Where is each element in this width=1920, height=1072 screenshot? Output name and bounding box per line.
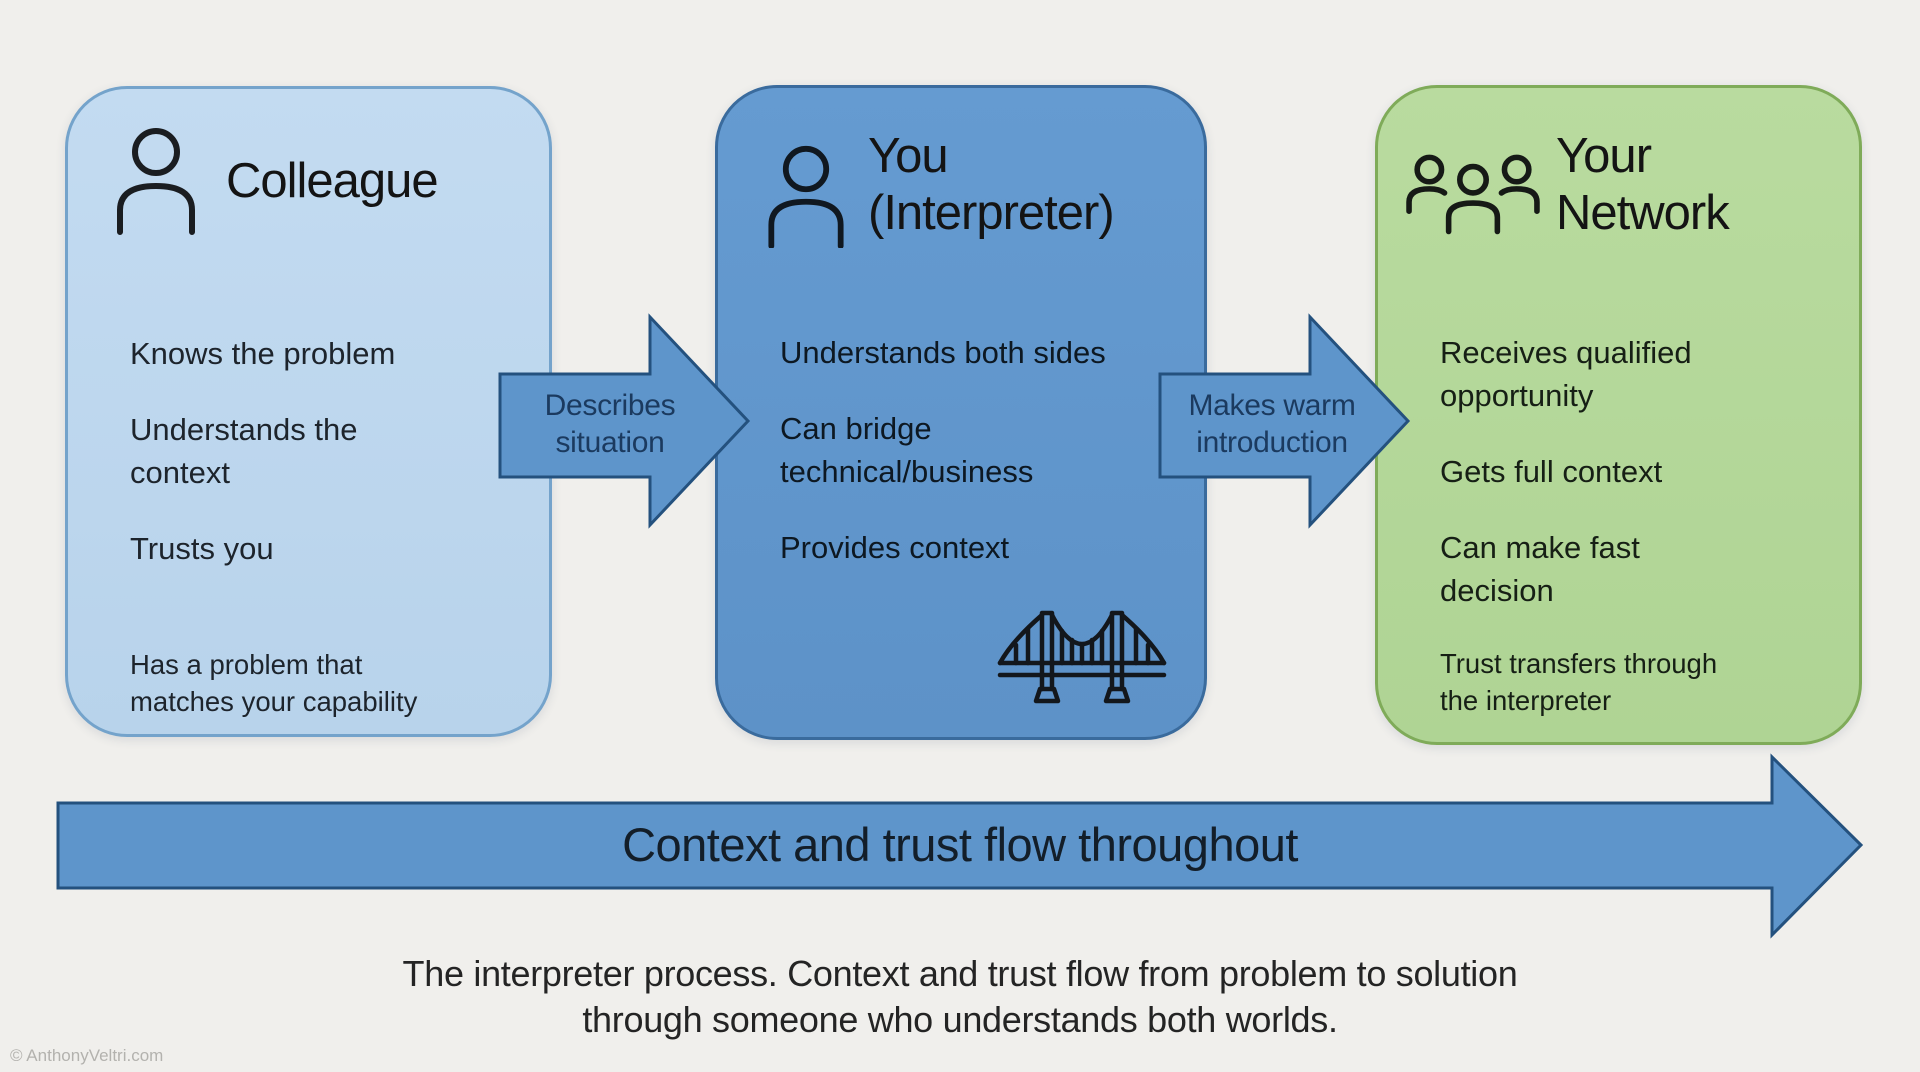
arrow-label-describes-situation: Describes situation (544, 389, 676, 459)
list-item: Understands the context (130, 412, 358, 490)
list-item: Provides context (780, 530, 1010, 565)
colleague-list: Knows the problem Understands the contex… (130, 332, 450, 720)
person-icon (760, 144, 852, 248)
list-item: Understands both sides (780, 335, 1106, 370)
arrow-label-makes-warm-introduction: Makes warm introduction (1188, 389, 1356, 459)
colleague-title: Colleague (226, 154, 439, 208)
interpreter-title: You (Interpreter) (868, 129, 1115, 240)
network-box: Your Network Receives qualified opportun… (1375, 85, 1862, 745)
colleague-box: Colleague Knows the problem Understands … (65, 86, 552, 737)
people-group-icon (1406, 152, 1540, 244)
watermark: © AnthonyVeltri.com (10, 1046, 164, 1065)
person-icon (112, 125, 200, 235)
interpreter-list: Understands both sides Can bridge techni… (780, 331, 1158, 602)
caption-line-2: through someone who understands both wor… (582, 999, 1338, 1040)
network-footnote: Trust transfers through the interpreter (1440, 648, 1718, 716)
network-title: Your Network (1556, 129, 1730, 240)
list-item: Knows the problem (130, 336, 396, 371)
network-list: Receives qualified opportunity Gets full… (1440, 331, 1740, 719)
list-item: Can make fast decision (1440, 530, 1640, 608)
banner-label: Context and trust flow throughout (622, 818, 1298, 871)
list-item: Gets full context (1440, 454, 1663, 489)
caption: The interpreter process. Context and tru… (0, 951, 1920, 1043)
colleague-footnote: Has a problem that matches your capabili… (130, 649, 418, 717)
bridge-icon (996, 601, 1168, 709)
list-item: Trusts you (130, 531, 274, 566)
caption-line-1: The interpreter process. Context and tru… (402, 953, 1518, 994)
list-item: Can bridge technical/business (780, 411, 1034, 489)
list-item: Receives qualified opportunity (1440, 335, 1692, 413)
interpreter-box: You (Interpreter) Understands both sides… (715, 85, 1207, 740)
